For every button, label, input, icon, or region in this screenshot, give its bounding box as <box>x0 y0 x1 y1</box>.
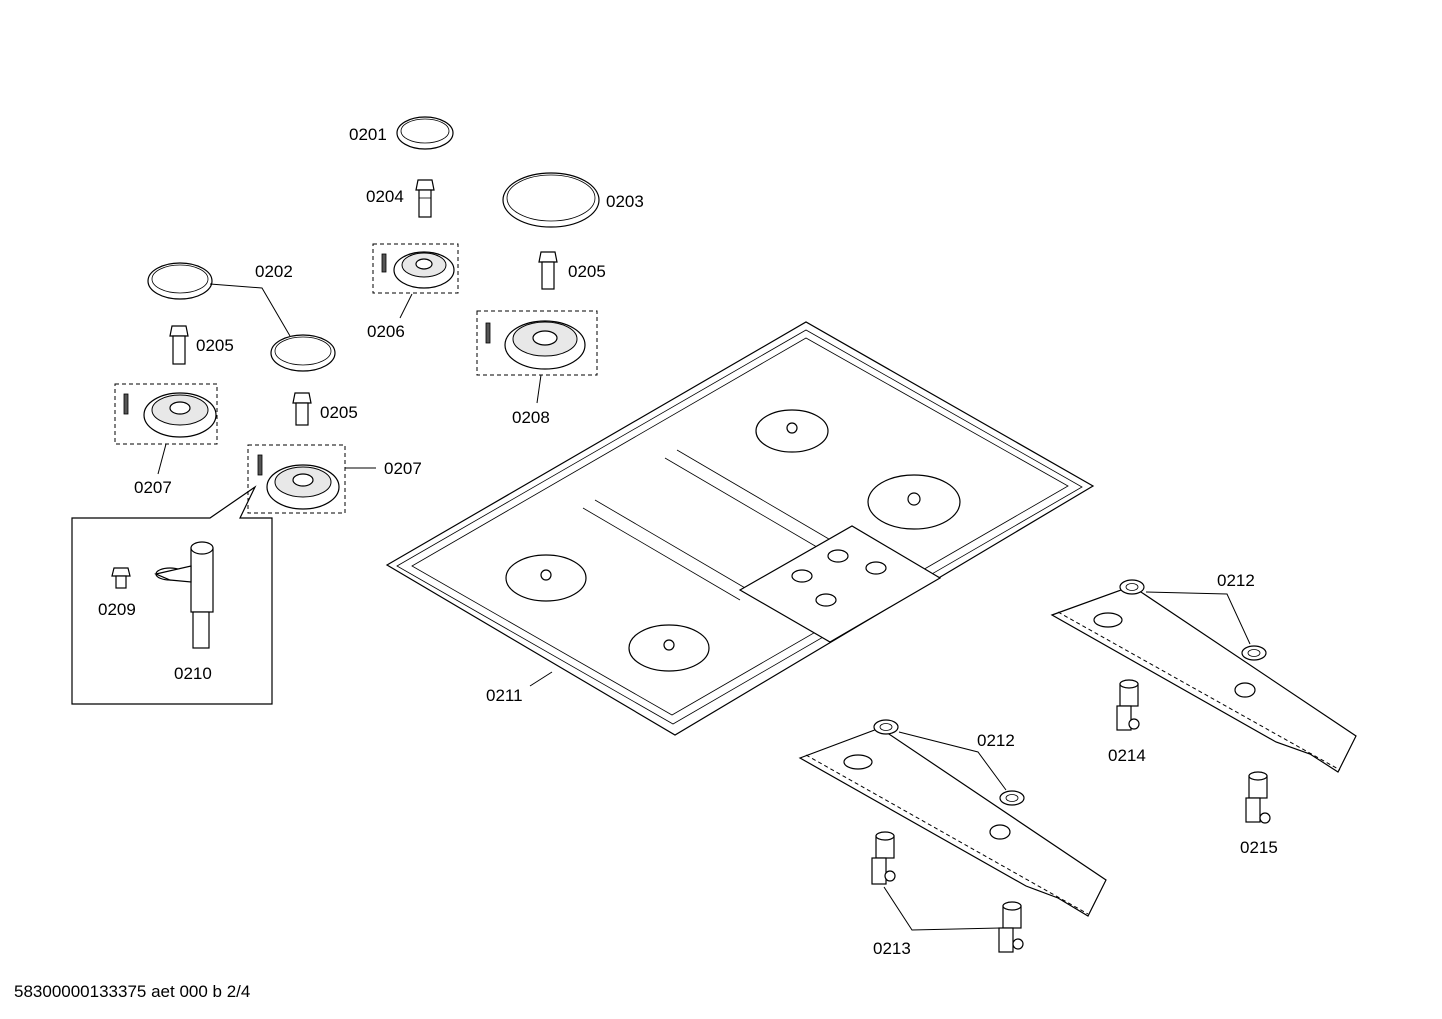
label-0212-b: 0212 <box>977 731 1015 750</box>
leader-0207-left <box>157 443 167 475</box>
label-0201: 0201 <box>349 125 387 144</box>
injector-0204 <box>415 179 435 218</box>
fitting-0213-b <box>998 901 1024 953</box>
detail-callout-box <box>71 485 273 705</box>
burner-cap-0202-left <box>147 262 213 300</box>
fitting-0213-a <box>871 831 896 885</box>
label-0205-c: 0205 <box>320 403 358 422</box>
leader-0208 <box>536 374 542 404</box>
leader-0213 <box>883 886 1001 931</box>
injector-0205-b <box>169 325 189 365</box>
fitting-0214 <box>1116 679 1140 731</box>
gas-rail-upper <box>1050 585 1357 773</box>
gas-rail-lower <box>798 727 1107 917</box>
thermocouple-0210 <box>154 541 214 649</box>
document-code: 58300000133375 aet 000 b 2/4 <box>14 982 251 1001</box>
label-0205-a: 0205 <box>568 262 606 281</box>
leader-0212-a <box>1145 591 1251 645</box>
leader-0211 <box>529 671 553 687</box>
injector-0205-c <box>292 392 312 426</box>
label-0212-a: 0212 <box>1217 571 1255 590</box>
injector-0205-a <box>538 251 558 290</box>
label-0209: 0209 <box>98 600 136 619</box>
label-0207-b: 0207 <box>384 459 422 478</box>
burner-cap-0203 <box>502 172 600 228</box>
screw-0209 <box>111 567 131 589</box>
leader-0202 <box>209 283 291 337</box>
leader-0206 <box>399 293 413 319</box>
burner-assembly-0208 <box>476 310 598 376</box>
seal-0212-b2 <box>999 790 1025 806</box>
seal-0212-a1 <box>1119 579 1145 595</box>
burner-assembly-0206 <box>372 243 459 294</box>
label-0211: 0211 <box>486 686 523 705</box>
label-0215: 0215 <box>1240 838 1278 857</box>
seal-0212-a2 <box>1241 645 1267 661</box>
label-0205-b: 0205 <box>196 336 234 355</box>
label-0206: 0206 <box>367 322 405 341</box>
label-0210: 0210 <box>174 664 212 683</box>
burner-assembly-0207-right <box>247 444 346 514</box>
label-0213: 0213 <box>873 939 911 958</box>
hob-tray-0211 <box>385 321 1095 736</box>
label-0203: 0203 <box>606 192 644 211</box>
burner-cap-0202-right <box>270 334 336 372</box>
label-0208: 0208 <box>512 408 550 427</box>
burner-assembly-0207-left <box>114 383 218 445</box>
label-0202: 0202 <box>255 262 293 281</box>
fitting-0215 <box>1245 771 1271 824</box>
burner-cap-0201 <box>396 116 454 150</box>
leader-0212-b <box>898 731 1007 791</box>
label-0214: 0214 <box>1108 746 1146 765</box>
label-0204: 0204 <box>366 187 404 206</box>
seal-0212-b1 <box>873 719 899 735</box>
label-0207-a: 0207 <box>134 478 172 497</box>
